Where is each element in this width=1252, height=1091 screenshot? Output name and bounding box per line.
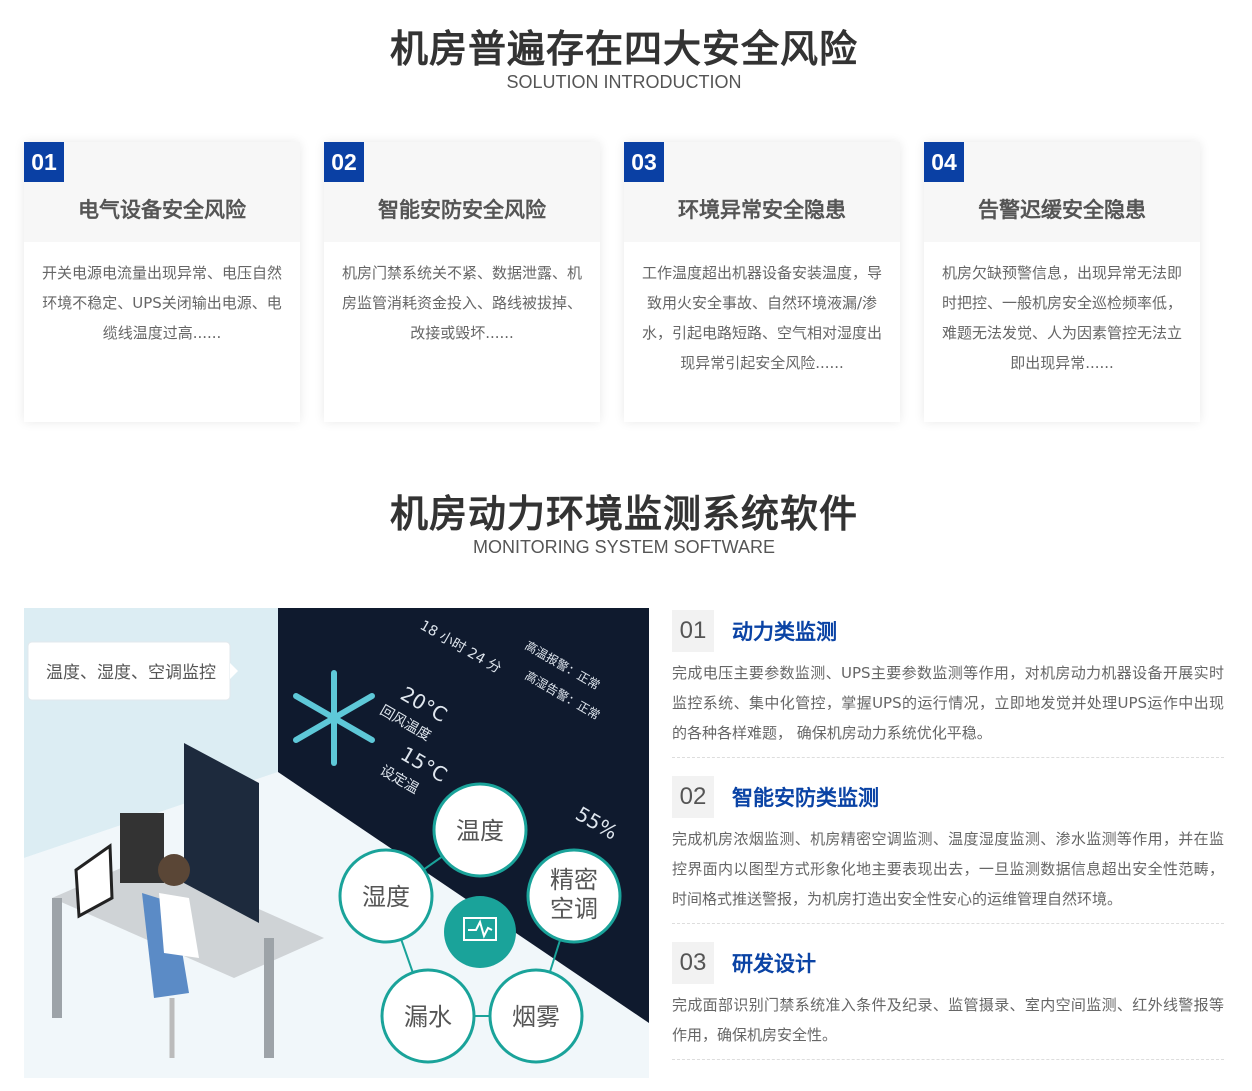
monitor-icon [184,743,259,923]
item-number: 02 [672,776,714,818]
item-title: 动力类监测 [732,620,837,644]
circle-label: 湿度 [362,883,410,911]
card-desc: 开关电源电流量出现异常、电压自然环境不稳定、UPS关闭输出电源、电缆线温度过高.… [41,264,282,342]
feature-item: 03 研发设计完成面部识别门禁系统准入条件及纪录、监管摄录、室内空间监测、红外线警… [672,942,1224,1060]
card-title: 电气设备安全风险 [78,198,246,222]
circle-label: 精密空调 [550,866,598,923]
circle-label: 温度 [456,817,504,845]
risk-card: 03 环境异常安全隐患工作温度超出机器设备安装温度，导致用火安全事故、自然环境液漏… [624,142,900,422]
item-number: 01 [672,610,714,652]
card-title: 智能安防安全风险 [378,198,546,222]
card-number: 01 [24,142,64,182]
item-title: 研发设计 [732,952,816,976]
monitoring-circles: 温度 湿度 精密空调 漏水 烟雾 [338,782,622,1064]
laptop-icon [74,843,114,919]
svg-text:温度、湿度、空调监控: 温度、湿度、空调监控 [46,663,216,683]
card-desc: 机房欠缺预警信息，出现异常无法即时把控、一般机房安全巡检频率低，难题无法发觉、人… [941,264,1182,372]
risk-card: 01 电气设备安全风险开关电源电流量出现异常、电压自然环境不稳定、UPS关闭输出电… [24,142,300,422]
card-desc: 机房门禁系统关不紧、数据泄露、机房监管消耗资金投入、路线被拔掉、改接或毁坏...… [341,264,582,342]
circle-label: 漏水 [404,1003,452,1031]
card-title: 环境异常安全隐患 [678,198,846,222]
item-title: 智能安防类监测 [732,786,879,810]
card-desc: 工作温度超出机器设备安装温度，导致用火安全事故、自然环境液漏/渗水，引起电路短路… [641,264,882,372]
item-number: 03 [672,942,714,984]
snowflake-icon [293,670,375,766]
card-title: 告警迟缓安全隐患 [978,198,1146,222]
monitor-center-icon [444,896,516,968]
person-avatar [158,854,190,886]
section-risks-title: 机房普遍存在四大安全风险 [389,27,858,71]
risk-card: 04 告警迟缓安全隐患机房欠缺预警信息，出现异常无法即时把控、一般机房安全巡检频率… [924,142,1200,422]
item-desc: 完成机房浓烟监测、机房精密空调监测、温度湿度监测、渗水监测等作用，并在监控界面内… [672,830,1224,908]
feature-item: 02 智能安防类监测完成机房浓烟监测、机房精密空调监测、温度湿度监测、渗水监测等作… [672,776,1224,924]
item-desc: 完成电压主要参数监测、UPS主要参数监测等作用，对机房动力机器设备开展实时监控系… [672,664,1224,742]
section-software-subtitle: MONITORING SYSTEM SOFTWARE [472,537,775,557]
section-software-title: 机房动力环境监测系统软件 [389,492,858,536]
risk-card: 02 智能安防安全风险机房门禁系统关不紧、数据泄露、机房监管消耗资金投入、路线被拔… [324,142,600,422]
section-risks-subtitle: SOLUTION INTRODUCTION [506,72,742,92]
card-number: 02 [324,142,364,182]
item-desc: 完成面部识别门禁系统准入条件及纪录、监管摄录、室内空间监测、红外线警报等作用，确… [672,996,1224,1044]
circle-label: 烟雾 [512,1003,560,1031]
monitoring-illustration: 18 小时 24 分 高温报警：正常 高湿告警：正常 20°C 回风温度 15°… [24,608,649,1078]
feature-item: 01 动力类监测完成电压主要参数监测、UPS主要参数监测等作用，对机房动力机器设备… [672,610,1224,758]
card-number: 04 [924,142,964,182]
card-number: 03 [624,142,664,182]
